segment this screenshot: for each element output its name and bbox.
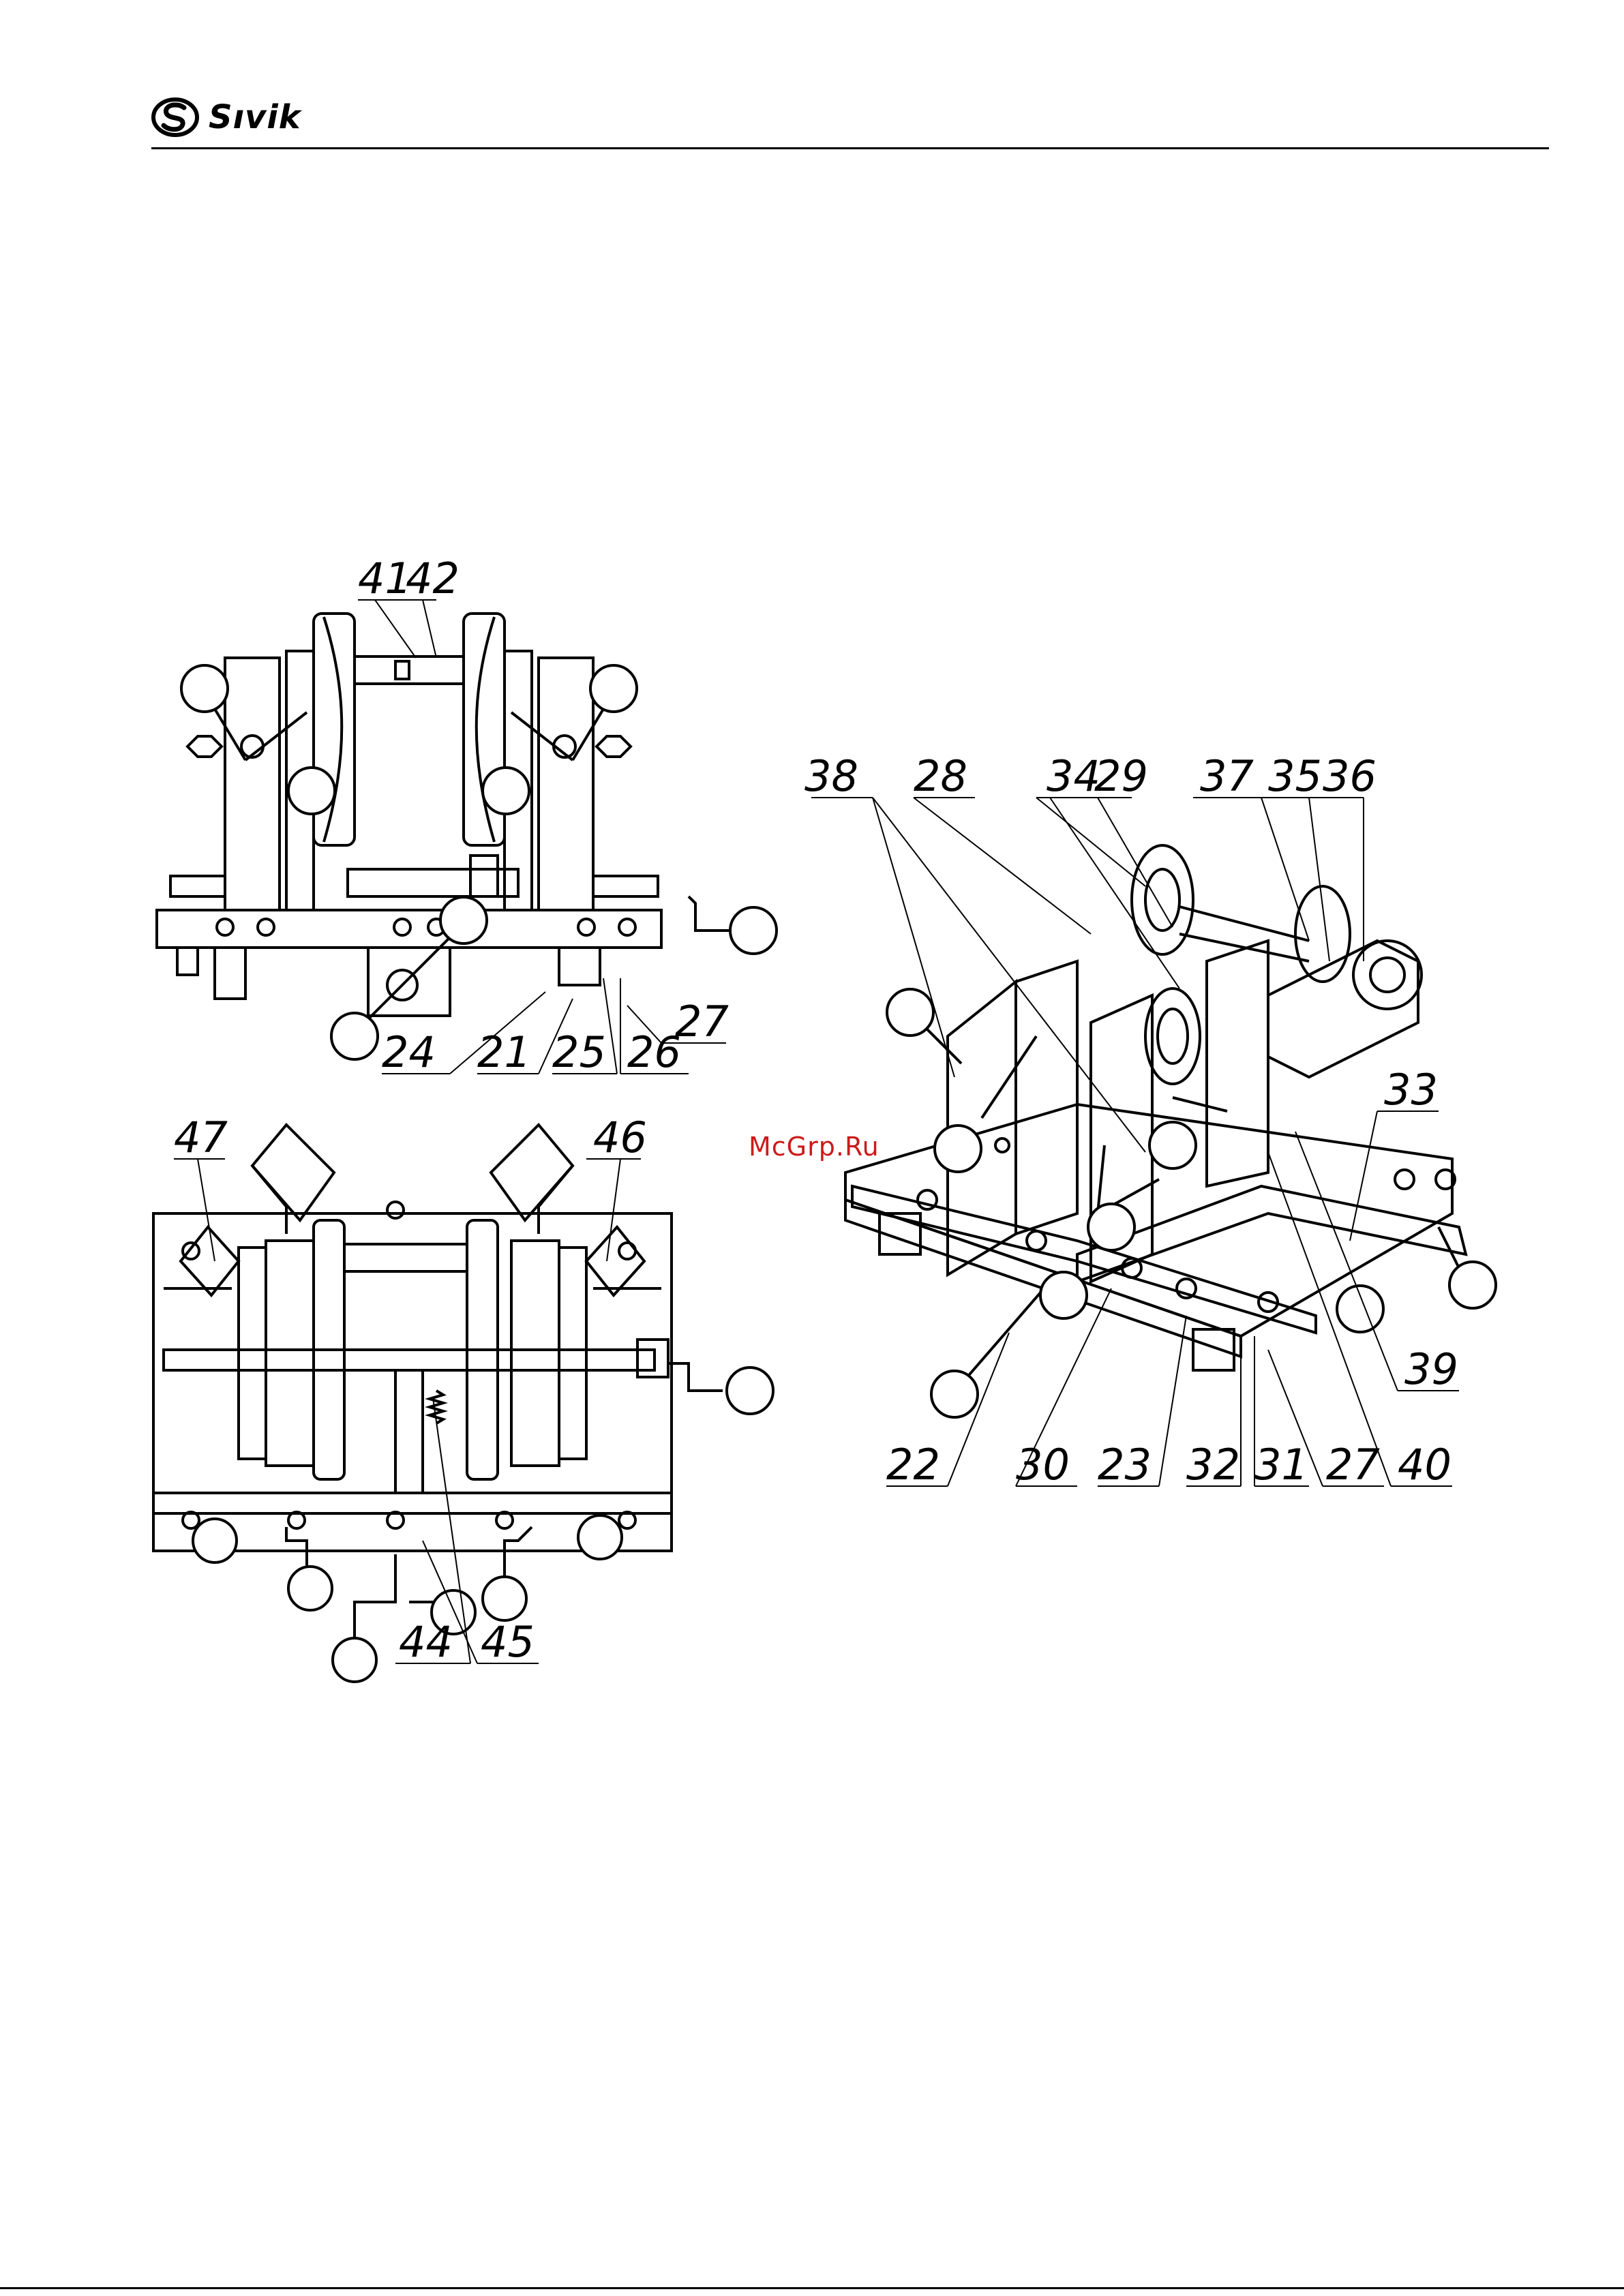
callout-24: 24 (382, 1027, 436, 1077)
callout-23: 23 (1098, 1440, 1152, 1490)
brand-mark-icon (151, 97, 199, 138)
callout-29: 29 (1094, 751, 1148, 801)
page-header: Sıvik (151, 87, 1549, 150)
callout-36: 36 (1323, 751, 1377, 801)
brand-name: Sıvik (209, 98, 301, 136)
callout-21: 21 (477, 1027, 531, 1077)
header-rule (151, 147, 1549, 149)
callout-41: 41 (358, 556, 412, 603)
callout-31: 31 (1254, 1440, 1308, 1490)
callout-37: 37 (1200, 751, 1254, 801)
callout-25: 25 (552, 1027, 606, 1077)
top-view-drawing: 47 46 44 45 (150, 1104, 805, 1704)
callout-22: 22 (886, 1440, 940, 1490)
callout-44: 44 (399, 1617, 453, 1667)
callout-33: 33 (1384, 1065, 1438, 1115)
callout-27-iso: 27 (1326, 1440, 1380, 1490)
watermark-text: McGrp.Ru (749, 1132, 879, 1162)
callout-40: 40 (1398, 1440, 1452, 1490)
callout-27: 27 (675, 997, 729, 1046)
callout-38: 38 (805, 751, 858, 801)
callout-45: 45 (481, 1617, 535, 1667)
isometric-view-drawing: 38 28 34 29 37 35 36 33 39 40 22 30 23 3… (791, 736, 1548, 1513)
callout-46: 46 (593, 1113, 647, 1162)
callout-39: 39 (1404, 1344, 1458, 1394)
footer-rule (0, 2287, 1624, 2289)
callout-34: 34 (1047, 751, 1100, 801)
callout-32: 32 (1186, 1440, 1240, 1490)
front-view-drawing: 41 42 27 24 21 25 26 (150, 556, 805, 1115)
callout-30: 30 (1016, 1440, 1070, 1490)
callout-35: 35 (1268, 751, 1322, 801)
callout-47: 47 (174, 1113, 228, 1162)
callout-42: 42 (406, 556, 460, 603)
callout-26: 26 (627, 1027, 681, 1077)
callout-28: 28 (914, 751, 967, 801)
brand-logo: Sıvik (151, 97, 301, 138)
